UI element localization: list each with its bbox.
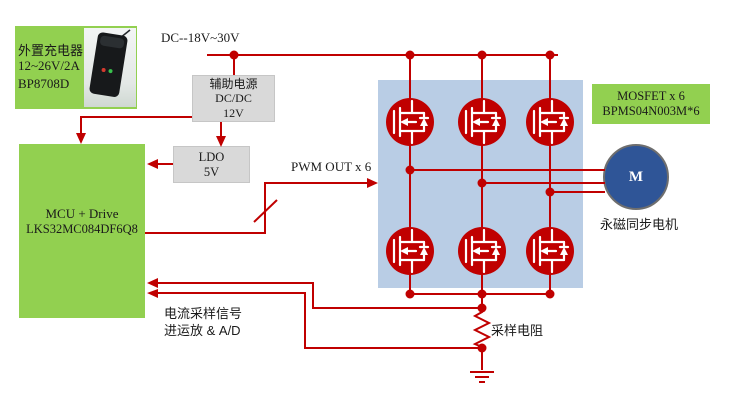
junction-dot xyxy=(405,50,415,60)
charger-photo xyxy=(84,28,136,107)
ldo-voltage: 5V xyxy=(203,164,220,179)
junction-dot xyxy=(477,303,487,313)
mcu-part-number: LKS32MC084DF6Q8 xyxy=(26,222,138,237)
sample-line2-arrow xyxy=(147,289,158,298)
mosfet-title: MOSFET x 6 xyxy=(617,89,685,104)
charger-model: BP8708D xyxy=(18,76,70,91)
sample-line1-arrow xyxy=(147,278,158,288)
charger-device-icon xyxy=(89,29,131,97)
ldo-box: LDO 5V xyxy=(173,146,250,183)
charger-rating: 12~26V/2A xyxy=(18,58,80,73)
mcu-box: MCU + Drive LKS32MC084DF6Q8 xyxy=(19,144,145,318)
sampling-resistor-label: 采样电阻 xyxy=(491,323,544,338)
ldo-to-mcu-arrow xyxy=(147,159,158,169)
junction-dot xyxy=(545,50,555,60)
junction-dot xyxy=(229,50,239,60)
charger-name: 外置充电器 xyxy=(18,43,84,58)
current-sample-label-line2: 进运放 & A/D xyxy=(164,323,241,338)
aux-power-box: 辅助电源 DC/DC 12V xyxy=(192,75,275,122)
aux-power-title: 辅助电源 xyxy=(209,77,258,92)
aux-to-mcu-wire xyxy=(80,116,192,136)
ground-symbol xyxy=(470,371,494,383)
pwm-arrow xyxy=(367,178,378,188)
junction-dot xyxy=(477,289,487,299)
junction-dot xyxy=(477,50,487,60)
pwm-out-label: PWM OUT x 6 xyxy=(291,159,372,174)
junction-dot xyxy=(477,343,487,353)
mosfet-label-box: MOSFET x 6 BPMS04N003M*6 xyxy=(592,84,710,124)
motor-circle: M xyxy=(603,144,669,210)
mcu-title: MCU + Drive xyxy=(45,206,119,221)
motor-label: 永磁同步电机 xyxy=(600,217,679,232)
pwm-wire xyxy=(145,182,370,234)
ldo-title: LDO xyxy=(198,149,225,164)
dc-input-label: DC--18V~30V xyxy=(161,30,240,45)
aux-to-mcu-arrow xyxy=(76,133,86,144)
mosfet-part: BPMS04N003M*6 xyxy=(602,104,700,118)
shunt-resistor-symbol xyxy=(472,308,492,370)
aux-power-voltage: 12V xyxy=(223,105,244,120)
aux-power-type: DC/DC xyxy=(215,91,252,106)
inverter-bridge-panel xyxy=(378,80,583,288)
junction-dot xyxy=(405,289,415,299)
junction-dot xyxy=(545,289,555,299)
motor-symbol: M xyxy=(628,168,644,185)
pwm-bus-slash xyxy=(253,199,278,223)
